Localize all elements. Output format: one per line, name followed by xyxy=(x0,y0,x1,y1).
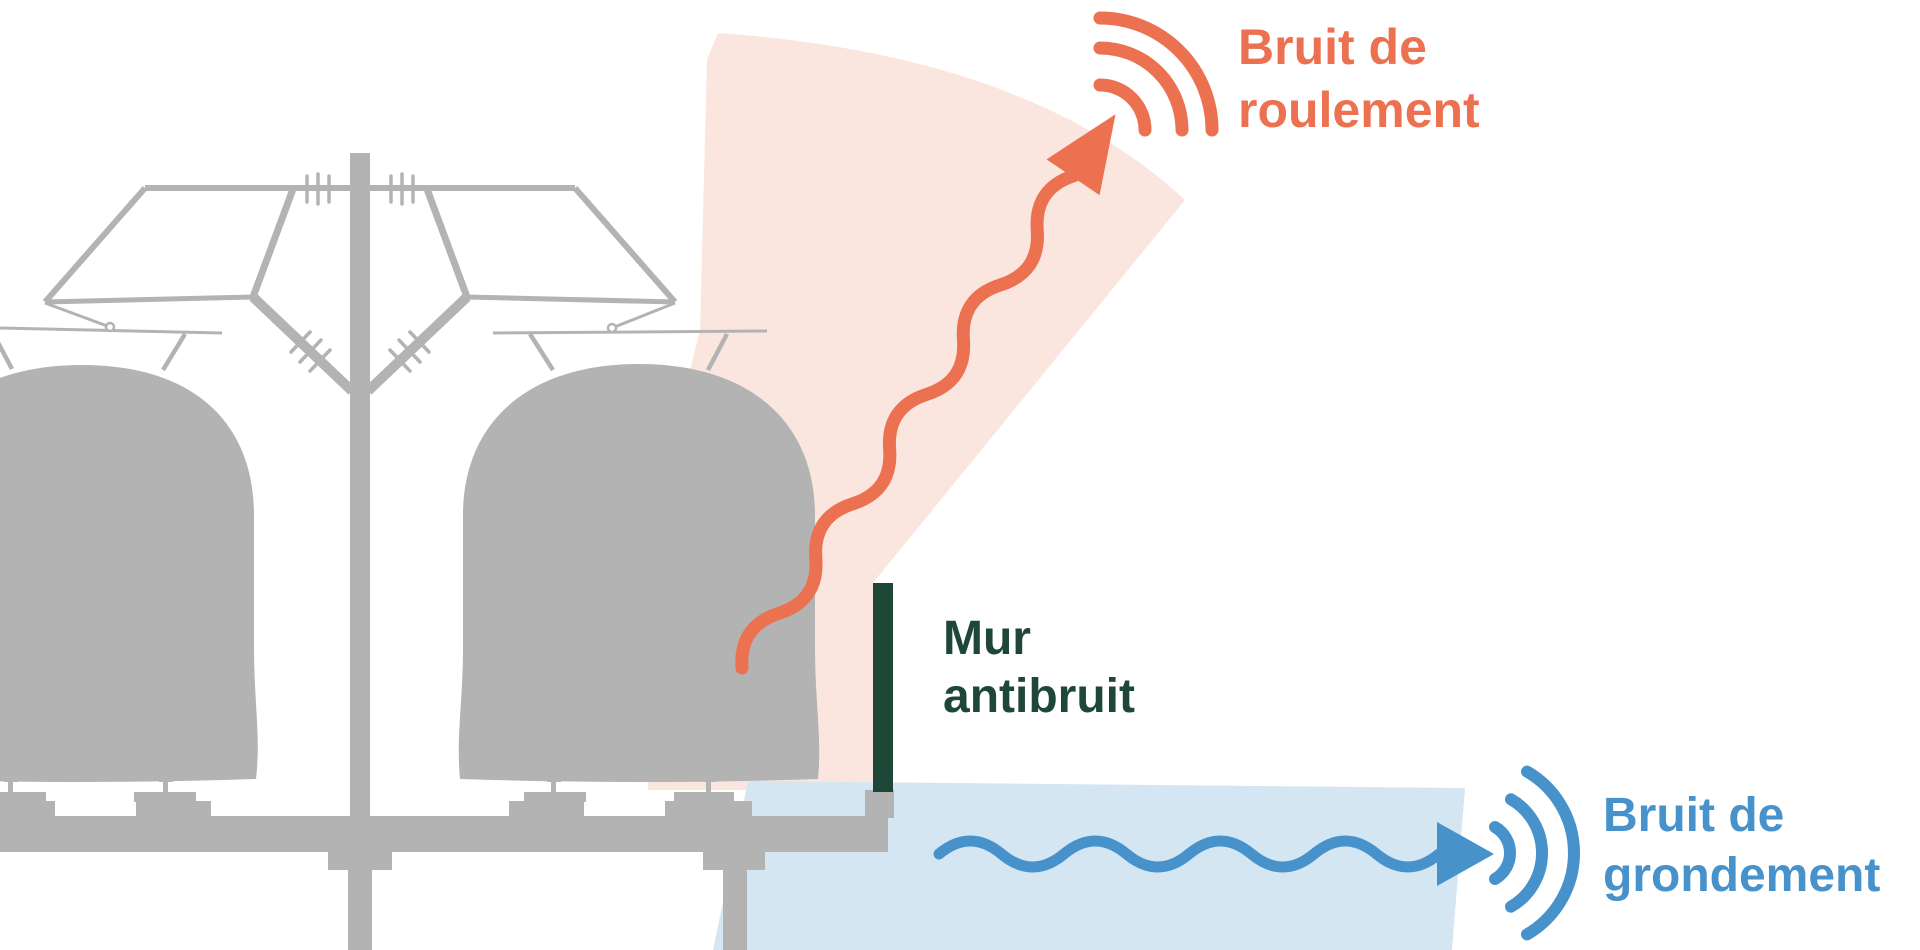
insulator-ticks-drop-right xyxy=(388,330,431,373)
gantry-outer-diagonal-left xyxy=(42,186,148,304)
pier-column xyxy=(723,870,747,950)
noise-barrier-wall xyxy=(873,583,893,792)
steady-arm-left xyxy=(44,301,111,329)
rumble-noise-sector xyxy=(713,781,1465,950)
train-left xyxy=(0,365,258,782)
gantry-outer-diagonal-right xyxy=(572,186,678,304)
catenary-mast xyxy=(350,153,370,852)
gantry-lower-beam-right xyxy=(466,294,676,305)
bogie xyxy=(0,801,55,817)
gantry-drop-tube-right xyxy=(364,293,471,395)
bogie xyxy=(509,801,584,817)
gantry-lower-beam-left xyxy=(44,294,254,305)
rolling-noise-arrow xyxy=(735,114,1116,675)
rumble-noise-label-line1: Bruit de xyxy=(1603,789,1785,842)
rolling-sound-waves-icon xyxy=(1093,11,1219,137)
gantry-inner-diagonal-left xyxy=(249,187,297,299)
axle-box xyxy=(551,778,556,794)
axle-box xyxy=(8,778,13,794)
wire-clamp-left xyxy=(104,321,116,333)
pier-cap xyxy=(328,852,392,870)
pantograph-right-train xyxy=(528,332,729,372)
bogie xyxy=(665,801,752,817)
rumble-noise-wave xyxy=(933,835,1445,873)
bogie xyxy=(136,801,211,817)
pier-column xyxy=(348,870,372,950)
steady-arm-right xyxy=(611,301,676,330)
train-right xyxy=(458,364,820,782)
bogie xyxy=(674,792,734,802)
bogie xyxy=(0,792,46,802)
rolling-noise-arrowhead xyxy=(1046,114,1116,196)
wall-footing xyxy=(865,790,894,818)
rumble-noise-label: Bruit de grondement xyxy=(1603,786,1880,906)
rumble-noise-arrow xyxy=(933,822,1494,886)
insulator-ticks-drop-left xyxy=(289,330,332,373)
rolling-noise-wave xyxy=(735,169,1081,675)
catenary-gantry xyxy=(0,172,768,395)
rumble-sound-waves-icon xyxy=(1489,765,1580,941)
rumble-noise-arrowhead xyxy=(1437,822,1494,886)
noise-barrier-label-line1: Mur xyxy=(943,612,1031,665)
track-deck xyxy=(0,816,888,852)
axle-box xyxy=(163,778,168,794)
contact-wire-right xyxy=(492,329,768,335)
wire-clamp-right xyxy=(606,322,618,334)
noise-barrier-label-line2: antibruit xyxy=(943,670,1135,723)
gantry-inner-diagonal-right xyxy=(423,187,471,299)
bogie xyxy=(134,792,196,802)
pier-cap xyxy=(703,852,765,870)
bogie xyxy=(524,792,586,802)
viaduct-structure xyxy=(0,778,894,950)
pantograph-left-train xyxy=(0,332,187,372)
axle-box xyxy=(706,778,711,794)
insulator-ticks-top-right xyxy=(389,172,415,206)
noise-barrier-label: Mur antibruit xyxy=(943,610,1135,726)
gantry-drop-tube-left xyxy=(249,293,356,395)
rolling-noise-label-line2: roulement xyxy=(1238,82,1480,138)
rolling-noise-label-line1: Bruit de xyxy=(1238,19,1427,75)
rumble-noise-label-line2: grondement xyxy=(1603,849,1881,902)
insulator-ticks-top-left xyxy=(305,172,331,206)
rolling-noise-label: Bruit de roulement xyxy=(1238,16,1480,142)
